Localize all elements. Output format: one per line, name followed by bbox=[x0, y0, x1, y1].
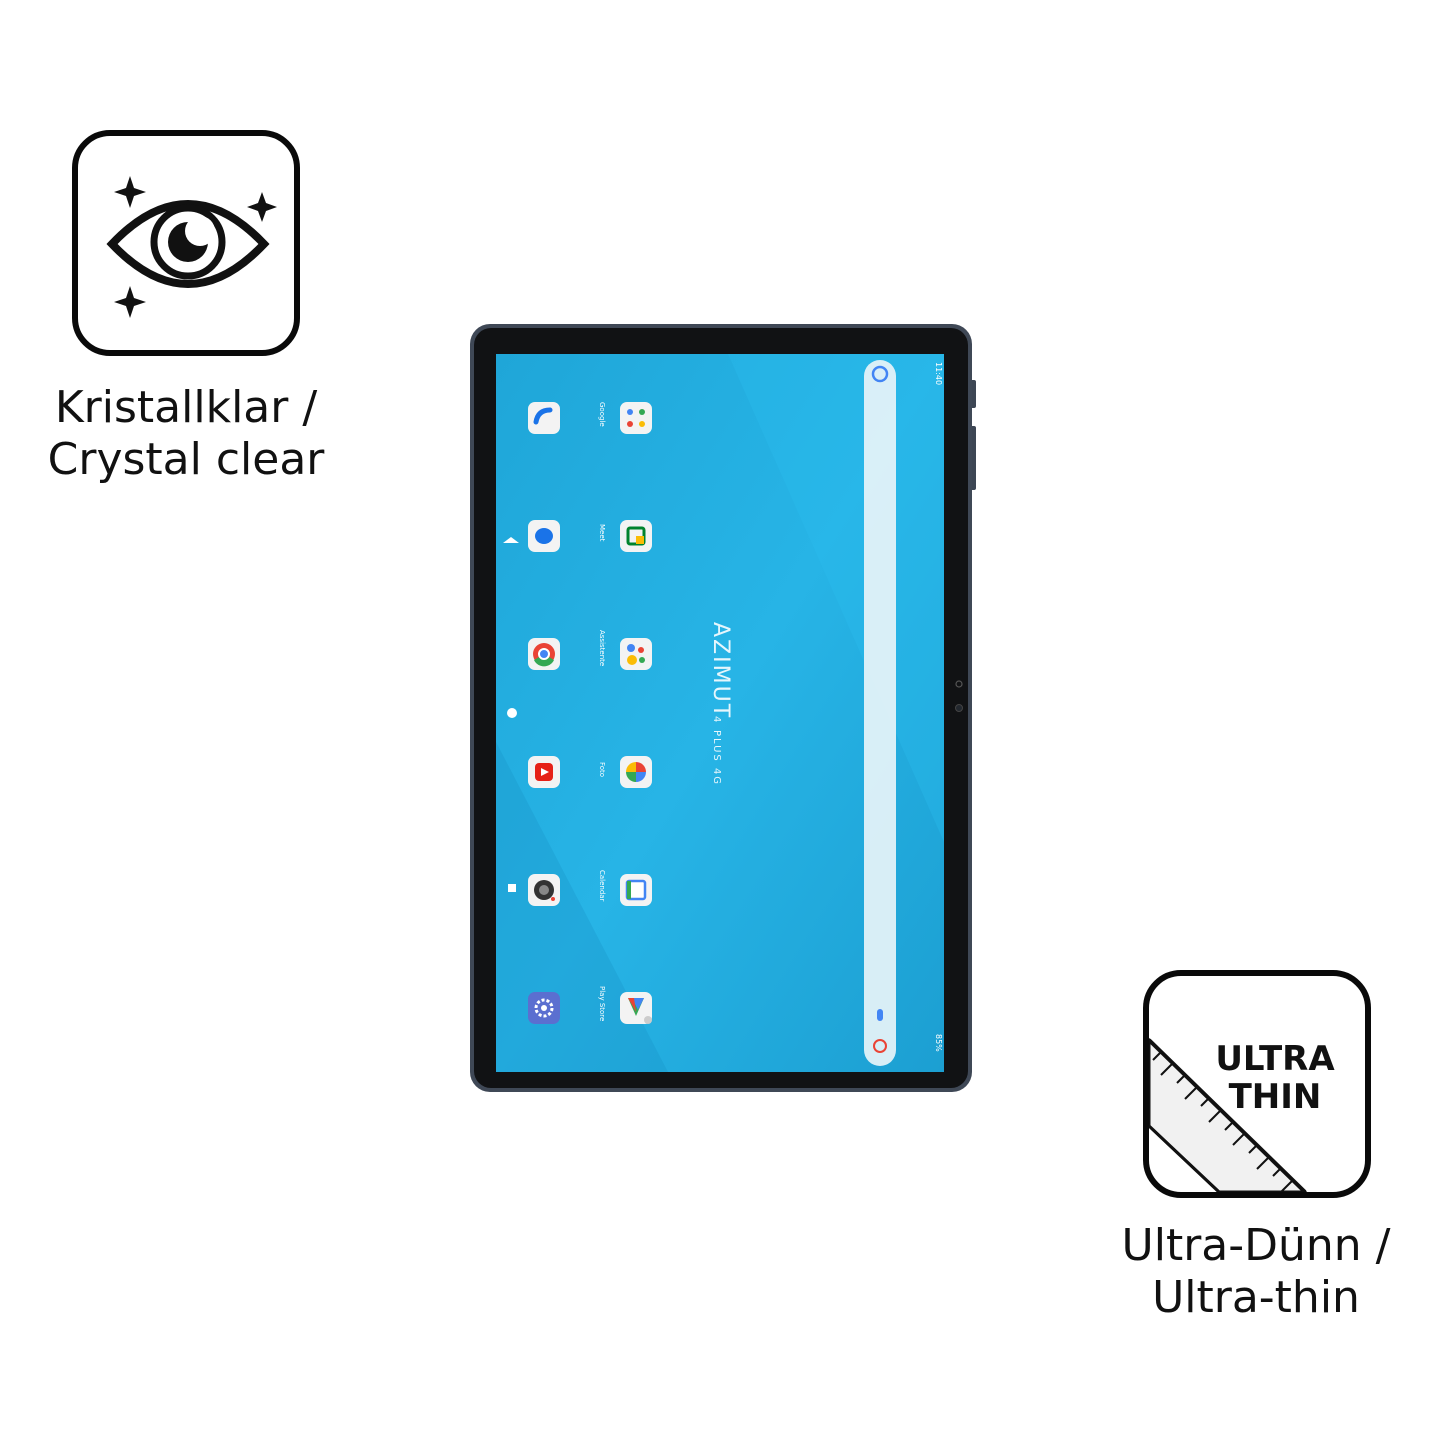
crystal-clear-caption-line2: Crystal clear bbox=[47, 434, 325, 485]
app-calendar[interactable]: Calendar bbox=[598, 870, 652, 906]
app-label-google: Google bbox=[598, 402, 606, 427]
lens-icon[interactable] bbox=[873, 1039, 887, 1053]
crystal-clear-caption: Kristallklar / Crystal clear bbox=[30, 382, 342, 486]
ultra-thin-badge: ULTRA THIN bbox=[1143, 970, 1371, 1198]
model-suffix: PLUS 4G bbox=[711, 730, 722, 786]
app-assistente[interactable]: Assistente bbox=[598, 630, 652, 670]
app-label-foto: Foto bbox=[598, 762, 606, 777]
app-label-meet: Meet bbox=[598, 524, 606, 542]
front-camera bbox=[955, 704, 963, 712]
app-foto[interactable]: Foto bbox=[598, 756, 652, 788]
brand-logo: AZIMUT bbox=[708, 622, 733, 719]
tablet-device: 11:40 85% AZIMUT 4 PLUS 4G Google Meet A… bbox=[470, 324, 976, 1092]
sparkling-eye-icon bbox=[106, 176, 277, 318]
ultra-thin-caption-line1: Ultra-Dünn / bbox=[1121, 1220, 1391, 1271]
dock-camera[interactable] bbox=[528, 874, 560, 906]
ultra-thin-label-line1: ULTRA bbox=[1215, 1039, 1335, 1079]
ultra-thin-label-line2: THIN bbox=[1228, 1077, 1322, 1117]
app-grid: Google Meet Assistente Foto Calendar bbox=[598, 402, 652, 1024]
app-label-calendar: Calendar bbox=[598, 870, 606, 902]
dock-youtube[interactable] bbox=[528, 756, 560, 788]
home-button[interactable] bbox=[507, 708, 517, 718]
app-label-play-store: Play Store bbox=[598, 986, 606, 1021]
microphone-icon[interactable] bbox=[877, 1009, 883, 1021]
google-search-bar[interactable] bbox=[864, 360, 896, 1066]
ultra-thin-caption: Ultra-Dünn / Ultra-thin bbox=[1100, 1220, 1412, 1324]
dock-messages[interactable] bbox=[528, 520, 560, 552]
dock-phone[interactable] bbox=[528, 402, 560, 434]
app-meet[interactable]: Meet bbox=[598, 520, 652, 552]
dock-settings[interactable] bbox=[528, 992, 560, 1024]
crystal-clear-caption-line1: Kristallklar / bbox=[54, 382, 318, 433]
sensor bbox=[955, 680, 963, 688]
dock-chrome[interactable] bbox=[528, 638, 560, 670]
back-button[interactable] bbox=[503, 537, 519, 543]
ultra-thin-caption-line2: Ultra-thin bbox=[1152, 1272, 1360, 1323]
dock bbox=[528, 402, 560, 1024]
crystal-clear-badge bbox=[72, 130, 300, 356]
ultra-thin-label: ULTRA THIN bbox=[1185, 1040, 1365, 1116]
app-label-assistente: Assistente bbox=[598, 630, 606, 666]
recents-button[interactable] bbox=[508, 884, 516, 892]
ruler-icon bbox=[1149, 1037, 1308, 1192]
model-number: 4 bbox=[711, 716, 722, 722]
app-google[interactable]: Google bbox=[598, 402, 652, 434]
battery-level: 85% bbox=[934, 1034, 943, 1052]
app-play-store[interactable]: Play Store bbox=[598, 986, 652, 1024]
status-time: 11:40 bbox=[934, 362, 943, 385]
google-g-icon bbox=[871, 365, 889, 383]
